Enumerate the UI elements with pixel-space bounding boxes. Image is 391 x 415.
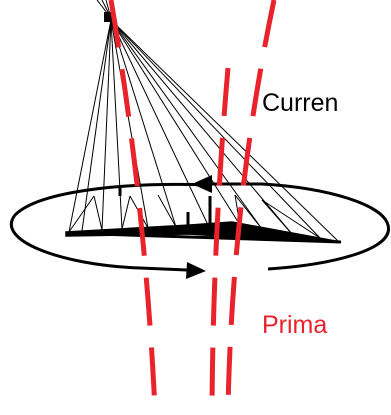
canopy-struts	[118, 186, 212, 226]
kite-canopy-edge	[65, 231, 342, 244]
current-label: Curren	[262, 89, 339, 117]
red-dashed-lines	[108, 0, 277, 411]
ring-arrow-front-head	[186, 262, 206, 279]
ring-arrow-back-head	[192, 175, 212, 193]
ring-arrow-front-line	[139, 266, 188, 272]
control-pod	[104, 12, 114, 22]
bridle-lines	[68, 19, 339, 242]
primary-label: Prima	[262, 311, 328, 339]
bridle-secondary-lines	[68, 194, 321, 239]
ring-front-arc	[261, 182, 390, 271]
red-dashed-line-right	[225, 0, 277, 411]
red-dashed-line-middle	[209, 67, 231, 411]
red-dashed-line-left	[108, 0, 158, 411]
